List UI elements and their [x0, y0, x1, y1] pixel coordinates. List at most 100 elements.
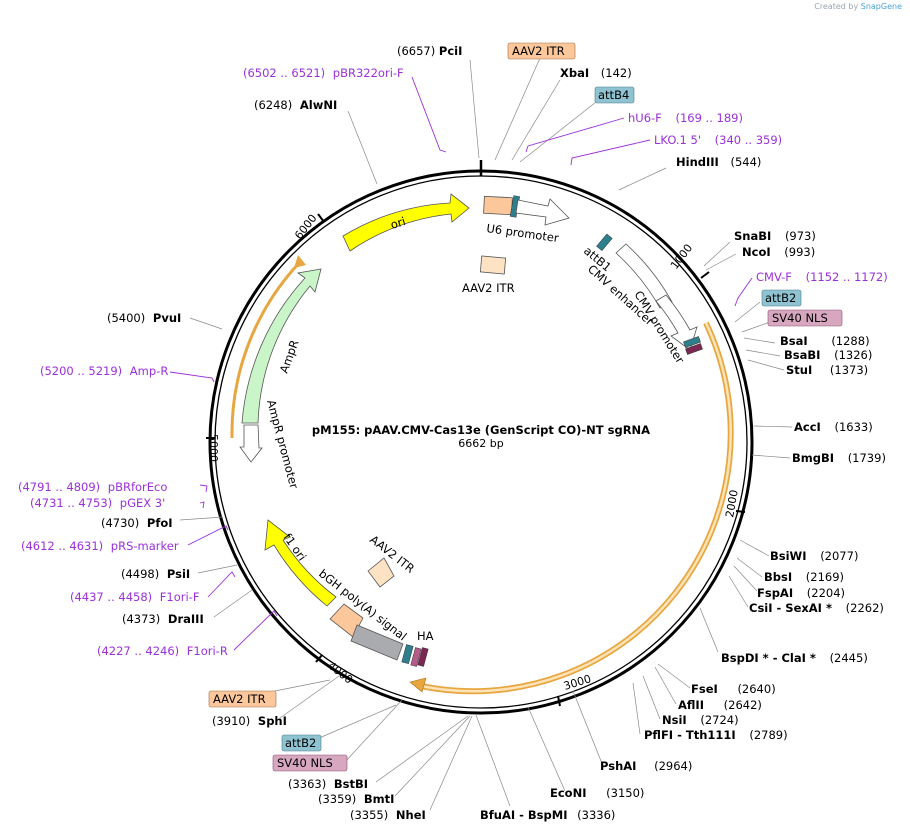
nls-box-right: SV40 NLS	[767, 309, 843, 327]
svg-text:(4730) PfoI: (4730) PfoI	[101, 516, 173, 530]
cmv-promoter-arrow	[655, 294, 698, 351]
svg-text:NsiI (2724): NsiI (2724)	[662, 713, 739, 727]
svg-text:EcoNI (3150): EcoNI (3150)	[550, 786, 644, 800]
cas13e-arrowhead	[409, 677, 427, 693]
enzyme-pos: (142)	[601, 66, 632, 80]
attb4-box-label: attB4	[598, 88, 629, 102]
enzyme-name: NheI	[396, 808, 426, 822]
svg-text:NcoI (993): NcoI (993)	[742, 245, 815, 259]
nls-bottom-tag-2	[417, 647, 429, 667]
svg-text:(4791 .. 4809) pBRforEco: (4791 .. 4809) pBRforEco	[18, 480, 167, 494]
enzyme-name: BsiWI	[770, 549, 807, 563]
primer-range: (169 .. 189)	[675, 111, 743, 125]
enzyme-pos: (2077)	[820, 549, 858, 563]
primer-range: (6502 .. 6521)	[243, 66, 325, 80]
cas13e-arc	[420, 321, 734, 695]
svg-text:(4227 .. 4246) F1ori-R: (4227 .. 4246) F1ori-R	[97, 644, 228, 658]
enzyme-name: FseI	[691, 682, 718, 696]
svg-text:BfuAI - BspMI (3336): BfuAI - BspMI (3336)	[480, 808, 615, 822]
svg-text:(5400) PvuI: (5400) PvuI	[107, 311, 181, 325]
enzyme-pos: (3363)	[288, 777, 326, 791]
svg-text:(6248) AlwNI: (6248) AlwNI	[254, 98, 337, 112]
ori-label: ori	[389, 214, 407, 232]
attb2-box-bottom: attB2	[281, 734, 322, 752]
primer-name: hU6-F	[628, 111, 662, 125]
svg-text:PshAI (2964): PshAI (2964)	[600, 759, 692, 773]
enzyme-name: NcoI	[742, 245, 771, 259]
primer-name: LKO.1 5'	[654, 133, 701, 147]
ha-label: HA	[417, 629, 434, 643]
enzyme-pos: (2640)	[737, 682, 775, 696]
ori-arrow	[342, 193, 470, 252]
enzyme-pos: (1373)	[830, 363, 868, 377]
svg-text:CMV-F (1152 .. 1172): CMV-F (1152 .. 1172)	[756, 270, 888, 284]
nls-tag	[685, 343, 703, 355]
enzyme-pos: (6657)	[397, 44, 435, 58]
svg-text:BbsI (2169): BbsI (2169)	[764, 570, 844, 584]
f1-ori-arrow	[264, 519, 337, 607]
attb4-box: attB4	[594, 86, 635, 104]
enzyme-pos: (1633)	[834, 420, 872, 434]
primer-name: pBR322ori-F	[333, 66, 404, 80]
enzyme-name: AccI	[794, 420, 821, 434]
primer-range: (4731 .. 4753)	[30, 496, 112, 510]
svg-text:(4731 .. 4753) pGEX 3': (4731 .. 4753) pGEX 3'	[30, 496, 165, 510]
svg-text:BsaBI (1326): BsaBI (1326)	[784, 348, 872, 362]
svg-text:BmgBI (1739): BmgBI (1739)	[792, 451, 886, 465]
enzyme-name: CsiI - SexAI *	[749, 601, 832, 615]
enzyme-pos: (3359)	[318, 792, 356, 806]
enzyme-name: SphI	[258, 714, 287, 728]
svg-text:XbaI (142): XbaI (142)	[560, 66, 632, 80]
svg-text:FspAI (2204): FspAI (2204)	[757, 586, 845, 600]
enzyme-pos: (2964)	[654, 759, 692, 773]
enzyme-pos: (3910)	[212, 714, 250, 728]
enzyme-pos: (3355)	[350, 808, 388, 822]
credit-prefix: Created by	[814, 2, 859, 11]
itr-top-label: AAV2 ITR	[462, 281, 515, 295]
svg-text:AflII (2642): AflII (2642)	[678, 698, 762, 712]
u6-promoter-label: U6 promoter	[486, 221, 560, 245]
svg-text:AccI (1633): AccI (1633)	[794, 420, 873, 434]
enzyme-name: BspDI * - ClaI *	[721, 651, 816, 665]
primer-range: (4791 .. 4809)	[18, 480, 100, 494]
enzyme-name: BsaBI	[784, 348, 820, 362]
credit-brand: SnapGene	[860, 2, 902, 11]
attb2-box-right-label: attB2	[765, 291, 796, 305]
enzyme-pos: (3150)	[606, 786, 644, 800]
enzyme-pos: (2724)	[700, 713, 738, 727]
attb2-tag	[683, 336, 701, 348]
enzyme-pos: (973)	[785, 229, 816, 243]
enzyme-pos: (2169)	[806, 570, 844, 584]
attb2-box-right: attB2	[761, 289, 802, 307]
ampr-arrow	[241, 268, 322, 424]
svg-text:(6502 .. 6521) pBR322ori-F: (6502 .. 6521) pBR322ori-F	[243, 66, 404, 80]
enzyme-name: BbsI	[764, 570, 792, 584]
enzyme-name: BmgBI	[792, 451, 834, 465]
primer-range: (4437 .. 4458)	[70, 590, 152, 604]
primer-range: (4227 .. 4246)	[97, 644, 179, 658]
svg-text:SnaBI (973): SnaBI (973)	[734, 229, 816, 243]
nls-box-bottom-label: SV40 NLS	[277, 756, 333, 770]
primer-name: pRS-marker	[111, 539, 179, 553]
attb1-tag	[596, 233, 613, 252]
plasmid-size: 6662 bp	[458, 437, 504, 450]
primer-name: F1ori-R	[187, 644, 228, 658]
enzyme-name: PvuI	[153, 311, 181, 325]
itr-bottom-inner-box	[367, 557, 395, 588]
svg-text:(4437 .. 4458) F1ori-F: (4437 .. 4458) F1ori-F	[70, 590, 199, 604]
enzyme-name: BfuAI - BspMI	[480, 808, 567, 822]
enzyme-name: SnaBI	[734, 229, 771, 243]
svg-text:LKO.1 5' (340 .. 359): LKO.1 5' (340 .. 359)	[654, 133, 782, 147]
svg-text:BspDI * - ClaI * (2445): BspDI * - ClaI * (2445)	[721, 651, 868, 665]
enzyme-pos: (6248)	[254, 98, 292, 112]
enzyme-pos: (4373)	[122, 612, 160, 626]
ha-tag-box	[401, 644, 414, 665]
itr-bottom-box	[329, 603, 364, 638]
nls-box-bottom: SV40 NLS	[272, 754, 348, 772]
enzyme-name: FspAI	[757, 586, 793, 600]
enzyme-pos: (544)	[730, 155, 761, 169]
enzyme-name: EcoNI	[550, 786, 586, 800]
svg-text:(4498) PsiI: (4498) PsiI	[121, 567, 190, 581]
scale-ticks	[206, 213, 746, 707]
enzyme-name: BsaI	[780, 334, 808, 348]
